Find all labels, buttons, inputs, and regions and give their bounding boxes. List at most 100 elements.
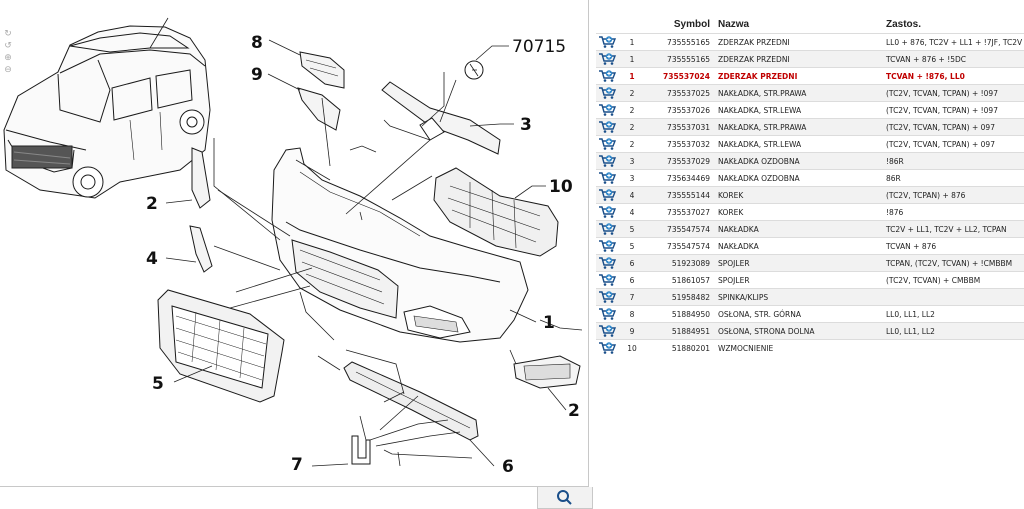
add-to-cart-button[interactable]: [596, 186, 620, 204]
add-to-cart-icon: [599, 70, 617, 82]
cell-name: NAKŁADKA: [716, 237, 884, 255]
cell-usage: !86R: [884, 152, 1024, 170]
cell-ref-number: 6: [620, 254, 644, 272]
part-3-shape: [381, 81, 501, 155]
add-to-cart-button[interactable]: [596, 118, 620, 136]
cell-symbol: 51861057: [644, 271, 716, 289]
add-to-cart-icon: [599, 155, 617, 167]
diagram-search-tab[interactable]: [537, 487, 593, 509]
add-to-cart-button[interactable]: [596, 203, 620, 221]
part-9-shape: [297, 87, 341, 131]
add-to-cart-button[interactable]: [596, 254, 620, 272]
rotate-icon[interactable]: ↻: [4, 29, 12, 39]
add-to-cart-button[interactable]: [596, 288, 620, 306]
add-to-cart-icon: [599, 291, 617, 303]
column-header-zastos[interactable]: Zastos.: [886, 19, 922, 30]
label-part-5: 5: [152, 374, 164, 394]
cell-name: OSŁONA, STRONA DOLNA: [716, 322, 884, 340]
add-to-cart-button[interactable]: [596, 33, 620, 51]
cell-symbol: 735634469: [644, 169, 716, 187]
add-to-cart-button[interactable]: [596, 152, 620, 170]
cell-ref-number: 3: [620, 152, 644, 170]
cell-ref-number: 8: [620, 305, 644, 323]
add-to-cart-button[interactable]: [596, 84, 620, 102]
cell-symbol: 735537029: [644, 152, 716, 170]
cell-symbol: 51923089: [644, 254, 716, 272]
cell-symbol: 51884951: [644, 322, 716, 340]
zoom-in-icon[interactable]: ⊕: [4, 53, 12, 63]
add-to-cart-icon: [599, 104, 617, 116]
rotate-icon[interactable]: ↺: [4, 41, 12, 51]
zoom-out-icon[interactable]: ⊖: [4, 65, 12, 75]
cell-name: WZMOCNIENIE: [716, 339, 884, 356]
label-part-8: 8: [251, 33, 263, 53]
cell-symbol: 735537024: [644, 67, 716, 85]
add-to-cart-icon: [599, 223, 617, 235]
cell-symbol: 735555165: [644, 50, 716, 68]
add-to-cart-button[interactable]: [596, 135, 620, 153]
label-part-2-right: 2: [568, 401, 580, 421]
part-1-bumper-shape: [271, 147, 529, 343]
add-to-cart-button[interactable]: [596, 237, 620, 255]
part-4-shape: [189, 225, 213, 273]
add-to-cart-button[interactable]: [596, 67, 620, 85]
column-header-symbol[interactable]: Symbol: [673, 19, 710, 30]
cell-usage: TCVAN + 876: [884, 237, 1024, 255]
cell-symbol: 735537027: [644, 203, 716, 221]
cell-symbol: 51880201: [644, 339, 716, 356]
add-to-cart-button[interactable]: [596, 50, 620, 68]
parts-diagram-pane: ↻ ↺ ⊕ ⊖: [0, 0, 589, 487]
add-to-cart-button[interactable]: [596, 220, 620, 238]
label-part-10: 10: [549, 177, 573, 197]
add-to-cart-button[interactable]: [596, 339, 620, 356]
cell-ref-number: 4: [620, 203, 644, 221]
cell-usage: TCVAN + !876, LL0: [884, 67, 1024, 85]
add-to-cart-button[interactable]: [596, 322, 620, 340]
add-to-cart-button[interactable]: [596, 271, 620, 289]
cell-name: SPINKA/KLIPS: [716, 288, 884, 306]
cell-ref-number: 5: [620, 220, 644, 238]
add-to-cart-icon: [599, 274, 617, 286]
add-to-cart-button[interactable]: [596, 169, 620, 187]
cell-ref-number: 4: [620, 186, 644, 204]
cell-usage: [884, 288, 1024, 306]
cell-usage: TC2V + LL1, TC2V + LL2, TCPAN: [884, 220, 1024, 238]
add-to-cart-button[interactable]: [596, 305, 620, 323]
cell-usage: 86R: [884, 169, 1024, 187]
cell-usage: (TC2V, TCVAN) + CMBBM: [884, 271, 1024, 289]
add-to-cart-icon: [599, 206, 617, 218]
cell-name: ZDERZAK PRZEDNI: [716, 33, 884, 51]
cell-symbol: 735537031: [644, 118, 716, 136]
cell-name: NAKŁADKA OZDOBNA: [716, 169, 884, 187]
label-part-2-left: 2: [146, 194, 158, 214]
column-header-nazwa[interactable]: Nazwa: [718, 19, 750, 30]
cell-ref-number: 1: [620, 67, 644, 85]
cell-name: NAKŁADKA OZDOBNA: [716, 152, 884, 170]
cell-usage: [884, 339, 1024, 356]
add-to-cart-icon: [599, 36, 617, 48]
cell-symbol: 735547574: [644, 220, 716, 238]
add-to-cart-button[interactable]: [596, 101, 620, 119]
label-emblem-70715: 70715: [512, 37, 566, 57]
cell-usage: (TC2V, TCVAN, TCPAN) + 097: [884, 118, 1024, 136]
